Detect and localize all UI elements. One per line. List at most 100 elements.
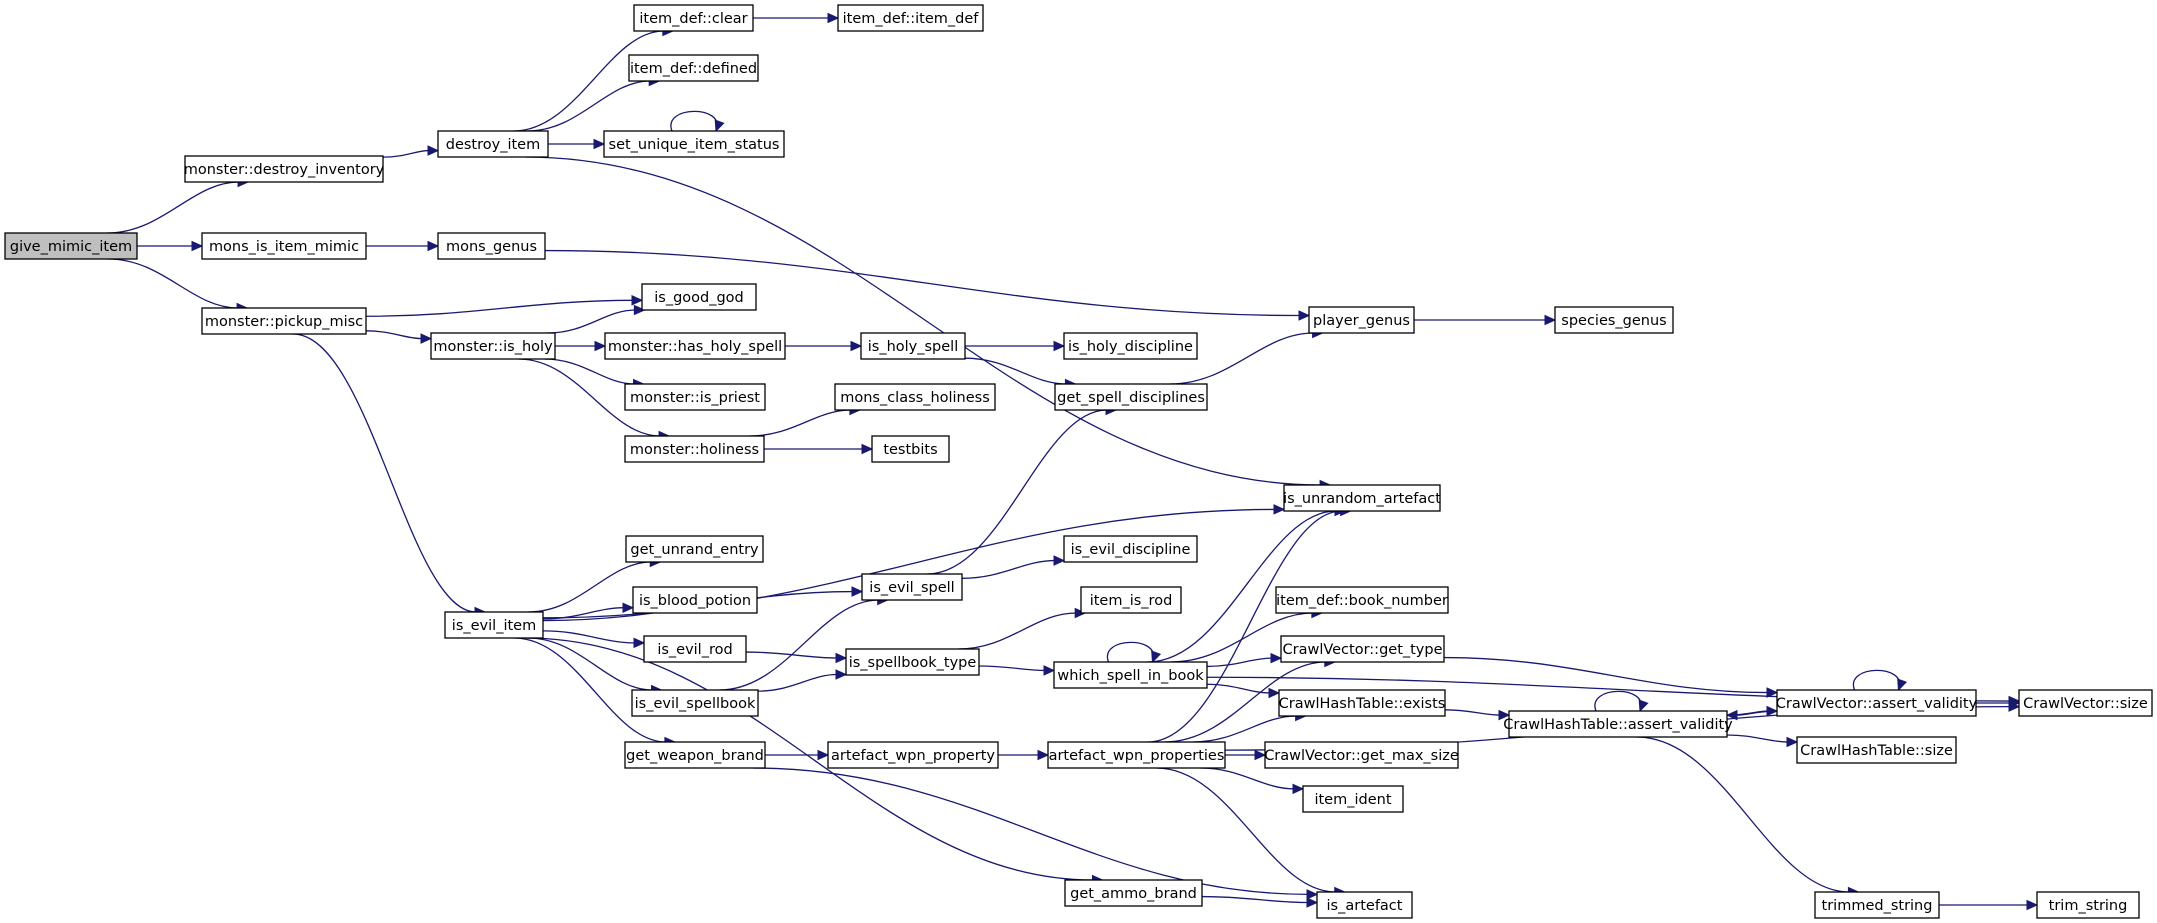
node-is_evil_spellbook[interactable]: is_evil_spellbook [631,689,759,717]
node-destroy_inventory[interactable]: monster::destroy_inventory [184,155,385,183]
node-item_ident[interactable]: item_ident [1302,785,1404,813]
edge-line [1164,661,1326,743]
node-label: is_artefact [1327,898,1403,914]
node-holiness[interactable]: monster::holiness [624,435,765,463]
node-give_mimic_item[interactable]: give_mimic_item [4,232,138,260]
node-cv_assert[interactable]: CrawlVector::assert_validity [1776,689,1978,717]
edge-line [513,30,664,132]
node-is_evil_spell[interactable]: is_evil_spell [861,573,963,601]
node-pickup_misc[interactable]: monster::pickup_misc [201,307,367,335]
edge-line [106,181,240,234]
node-testbits[interactable]: testbits [871,435,950,463]
edge-arrowhead [1270,652,1283,664]
node-label: is_unrandom_artefact [1283,491,1441,507]
edge-give_mimic_item-to-pickup_misc [107,258,249,314]
node-cht_exists[interactable]: CrawlHashTable::exists [1278,689,1446,717]
node-item_defined[interactable]: item_def::defined [628,54,759,82]
node-item_is_rod[interactable]: item_is_rod [1080,586,1182,614]
node-is_holy_discipline[interactable]: is_holy_discipline [1063,332,1198,360]
node-mons_class_holiness[interactable]: mons_class_holiness [834,383,996,411]
node-artefact_wpn_property[interactable]: artefact_wpn_property [827,741,999,769]
node-is_unrandom_artefact[interactable]: is_unrandom_artefact [1283,484,1441,512]
node-trimmed_string[interactable]: trimmed_string [1814,891,1940,919]
node-item_clear[interactable]: item_def::clear [633,4,754,32]
node-get_spell_disciplines[interactable]: get_spell_disciplines [1054,383,1208,411]
edge-line [749,409,851,437]
node-player_genus[interactable]: player_genus [1308,306,1415,334]
node-is_spellbook_type[interactable]: is_spellbook_type [845,648,980,676]
edge-destroy_item-to-set_unique [548,138,606,150]
edge-line [382,149,430,158]
edge-which_spell_in_book-to-cht_exists [1206,683,1281,699]
node-label: CrawlHashTable::size [1800,743,1953,759]
node-box [827,741,999,769]
node-label: item_is_rod [1090,593,1173,609]
node-trim_string[interactable]: trim_string [2036,891,2140,919]
node-get_weapon_brand[interactable]: get_weapon_brand [624,741,766,769]
node-box [1508,710,1728,738]
node-label: CrawlHashTable::assert_validity [1503,717,1733,733]
edge-pickup_misc-to-is_evil_item [292,333,487,618]
node-item_def_ctor[interactable]: item_def::item_def [837,4,984,32]
edge-arrowhead [1725,709,1738,721]
node-get_unrand_entry[interactable]: get_unrand_entry [625,535,764,563]
node-is_item_mimic[interactable]: mons_is_item_mimic [201,232,367,260]
node-destroy_item[interactable]: destroy_item [437,130,549,158]
node-mons_genus[interactable]: mons_genus [437,232,546,260]
node-has_holy_spell[interactable]: monster::has_holy_spell [604,332,786,360]
node-cht_size[interactable]: CrawlHashTable::size [1796,736,1957,764]
node-label: is_evil_item [452,618,536,634]
edge-line [1443,656,1769,694]
node-is_evil_item[interactable]: is_evil_item [444,611,544,639]
node-is_evil_rod[interactable]: is_evil_rod [643,635,747,663]
node-is_good_god[interactable]: is_good_god [641,283,757,311]
node-cv_size[interactable]: CrawlVector::size [2018,689,2153,717]
node-box [1278,689,1446,717]
edge-line [518,358,661,437]
nodes-layer: give_mimic_item monster::destroy_inventor… [4,4,2153,919]
node-is_priest[interactable]: monster::is_priest [624,383,766,411]
edge-arrowhead [593,138,606,150]
node-label: is_holy_discipline [1068,339,1193,355]
edge-pickup_misc-to-is_holy [365,330,433,344]
node-get_ammo_brand[interactable]: get_ammo_brand [1064,879,1203,907]
node-box [871,435,950,463]
node-cv_get_type[interactable]: CrawlVector::get_type [1280,635,1445,663]
node-label: item_def::clear [639,11,747,27]
edge-line [1444,709,1501,716]
node-set_unique[interactable]: set_unique_item_status [603,130,785,158]
node-box [1053,661,1208,689]
node-label: monster::has_holy_spell [608,339,782,355]
node-is_evil_discipline[interactable]: is_evil_discipline [1063,535,1198,563]
node-species_genus[interactable]: species_genus [1554,306,1674,334]
node-which_spell_in_book[interactable]: which_spell_in_book [1053,661,1208,689]
node-box [1814,891,1940,919]
node-box [837,4,984,32]
node-artefact_wpn_properties[interactable]: artefact_wpn_properties [1047,741,1226,769]
edge-line [107,258,239,309]
node-is_artefact[interactable]: is_artefact [1316,891,1413,919]
node-label: species_genus [1561,313,1666,329]
node-cht_assert[interactable]: CrawlHashTable::assert_validity [1503,710,1733,738]
node-box [861,573,963,601]
edge-line [1852,669,1901,691]
edge-line [542,630,636,644]
edges-layer [106,12,2039,911]
edge-arrowhead [835,669,848,680]
node-label: get_weapon_brand [626,748,764,764]
node-box [1063,332,1198,360]
node-book_number[interactable]: item_def::book_number [1275,586,1449,614]
node-label: CrawlHashTable::exists [1279,696,1446,712]
edge-line [527,80,651,132]
node-is_blood_potion[interactable]: is_blood_potion [632,586,758,614]
edge-arrowhead [1037,749,1050,761]
edge-line [1147,510,1342,743]
edge-line [926,409,1108,575]
edge-line [745,651,838,659]
node-cv_get_max_size[interactable]: CrawlVector::get_max_size [1264,741,1459,769]
edge-pickup_misc-to-is_good_god [365,295,644,317]
edge-arrowhead [1151,650,1162,664]
node-is_holy[interactable]: monster::is_holy [430,332,556,360]
node-label: is_evil_spellbook [635,696,756,712]
node-is_holy_spell[interactable]: is_holy_spell [860,332,966,360]
